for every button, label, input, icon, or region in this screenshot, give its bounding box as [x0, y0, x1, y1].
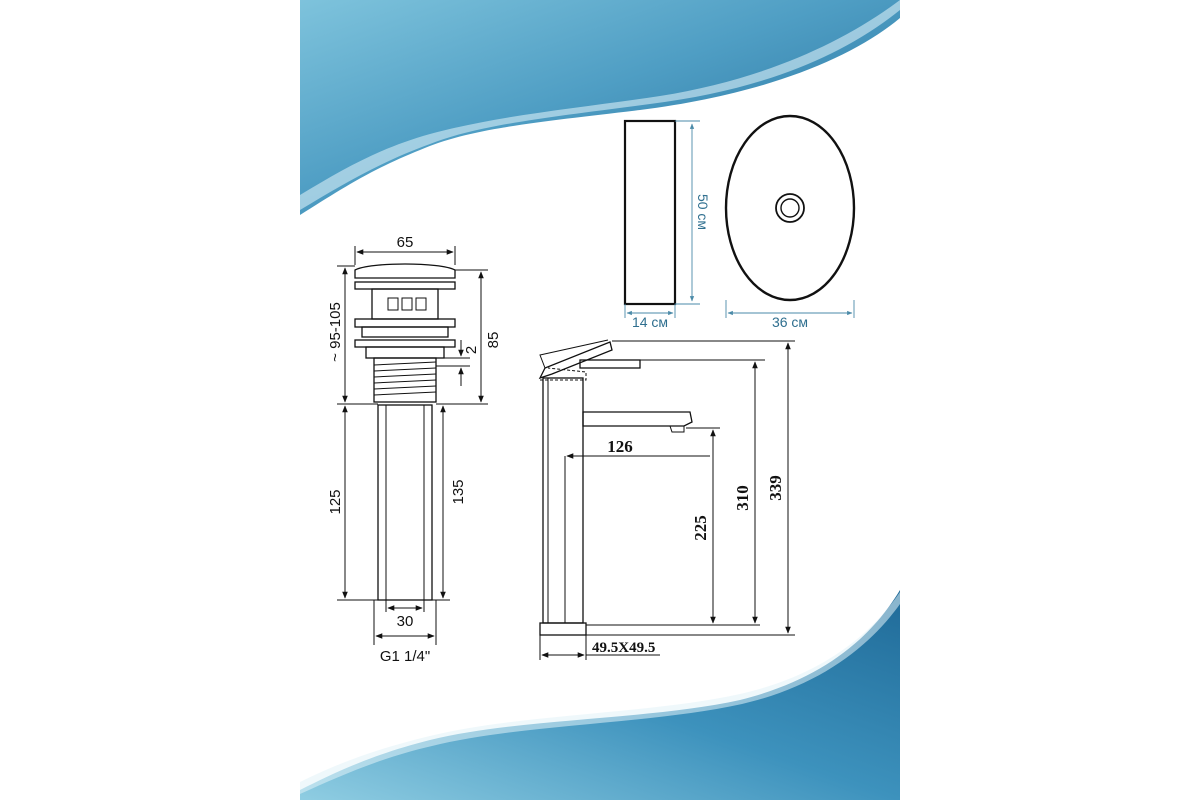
drain-lower-length-label: 125 [327, 489, 344, 514]
drain-drawing: 65 ~ 95-105 85 2 125 135 30 G1 [327, 234, 502, 665]
drain-upper-height-label: 85 [485, 332, 502, 349]
basin-width-label: 36 см [772, 314, 808, 330]
faucet-body-height-label: 310 [733, 485, 752, 511]
drain-thread-label: G1 1/4" [380, 648, 430, 665]
faucet-spout-reach-label: 126 [607, 437, 633, 456]
faucet-base-size-label: 49.5X49.5 [592, 640, 655, 656]
bottom-wave-decoration [300, 590, 900, 800]
basin-height-label: 50 см [695, 194, 711, 230]
basin-depth-label: 14 см [632, 314, 668, 330]
drain-total-lower-label: 135 [450, 479, 467, 504]
drain-adjust-range-label: ~ 95-105 [327, 302, 344, 362]
basin-side-view [623, 119, 677, 306]
drain-gap-label: 2 [463, 346, 480, 354]
faucet-spout-height-label: 225 [691, 515, 710, 541]
faucet-drawing: 126 225 310 339 49.5X49.5 [538, 339, 795, 660]
drain-cap-width-label: 65 [397, 234, 414, 251]
top-wave-highlight [300, 0, 900, 210]
basin-drawing: 50 см 14 см 36 см [623, 114, 856, 330]
faucet-total-height-label: 339 [766, 475, 785, 501]
drain-pipe-width-label: 30 [397, 613, 414, 630]
